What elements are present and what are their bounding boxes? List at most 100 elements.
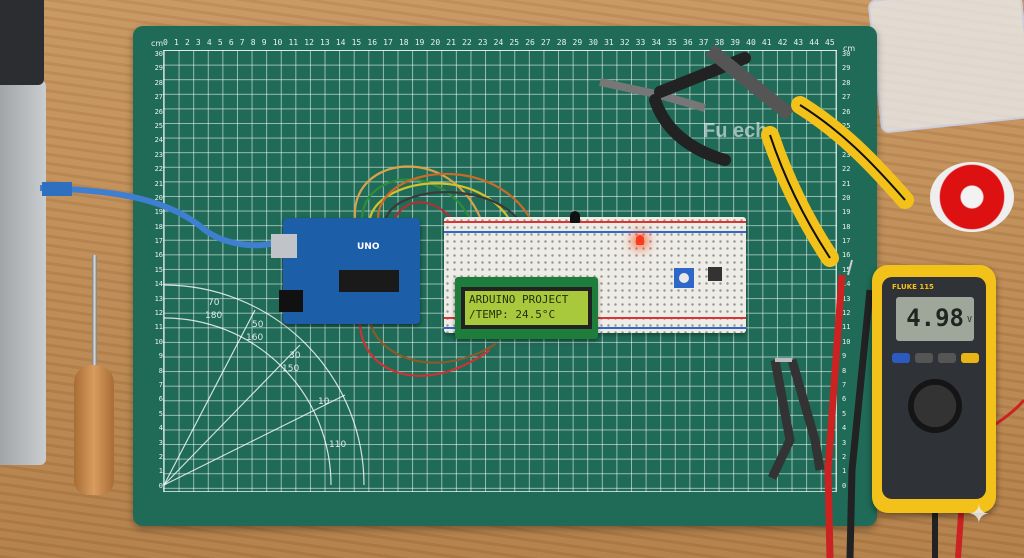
ruler-tick-label: 29	[154, 64, 163, 73]
ruler-tick-label: 42	[777, 38, 788, 47]
ruler-tick-label: 30	[588, 38, 598, 47]
multimeter-button	[915, 353, 933, 363]
ruler-tick-label: 20	[154, 193, 163, 202]
arduino-label: UNO	[357, 242, 380, 252]
ruler-tick-label: 20	[842, 193, 851, 202]
ruler-tick-label: 45	[825, 38, 835, 47]
multimeter-dial	[908, 379, 962, 433]
protractor-labels: 70 180 50 160 30 150 10 110	[205, 298, 346, 450]
protractor-label: 180	[205, 311, 222, 321]
ruler-tick-label: 6	[842, 395, 847, 404]
ruler-tick-label: 43	[793, 38, 804, 47]
ruler-tick-label: 21	[154, 179, 163, 188]
ruler-tick-label: 18	[398, 38, 409, 47]
ruler-tick-label: 19	[842, 208, 851, 217]
ruler-tick-label: 1	[173, 38, 179, 47]
ruler-tick-label: 17	[842, 237, 851, 246]
sparkle-icon: ✦	[968, 500, 990, 530]
ruler-tick-label: 18	[154, 222, 163, 231]
breadboard-rail-negative	[444, 231, 746, 233]
ruler-tick-label: 26	[154, 107, 163, 116]
mat-unit-left: cm	[151, 39, 164, 48]
ruler-tick-label: 21	[842, 179, 851, 188]
ruler-tick-label: 15	[351, 38, 362, 47]
ruler-tick-label: 29	[842, 64, 851, 73]
ruler-tick-label: 18	[842, 222, 851, 231]
ruler-tick-label: 7	[239, 38, 245, 47]
ruler-tick-label: 16	[367, 38, 378, 47]
breadboard-rail-positive	[444, 221, 746, 223]
ruler-tick-label: 25	[842, 121, 851, 130]
ruler-tick-label: 12	[304, 38, 314, 47]
ruler-tick-label: 24	[154, 136, 163, 145]
multimeter-button	[961, 353, 979, 363]
ruler-tick-label: 27	[154, 93, 163, 102]
protractor-line-1	[163, 344, 301, 486]
ruler-tick-label: 10	[154, 337, 163, 346]
laptop-screen	[0, 0, 44, 85]
ruler-tick-label: 22	[462, 38, 472, 47]
protractor-line-2	[163, 394, 346, 486]
ruler-tick-label: 8	[158, 366, 163, 375]
ruler-tick-label: 1	[158, 467, 163, 476]
ruler-tick-label: 9	[261, 38, 267, 47]
ruler-tick-label: 35	[667, 38, 677, 47]
protractor-label: 50	[252, 320, 264, 330]
arduino-power-jack	[279, 290, 303, 312]
multimeter-button	[938, 353, 956, 363]
ruler-tick-label: 28	[154, 78, 163, 87]
multimeter-unit: V	[967, 315, 972, 324]
multimeter-brand: FLUKE 115	[892, 283, 934, 291]
wire-stripper-icon	[705, 44, 914, 267]
ruler-tick-label: 39	[730, 38, 740, 47]
protractor-label: 70	[208, 298, 220, 308]
arduino-uno-board: UNO	[271, 218, 420, 324]
ruler-tick-label: 8	[250, 38, 256, 47]
ruler-tick-label: 40	[746, 38, 756, 47]
diagonal-cutter-icon	[599, 52, 751, 166]
alligator-clip-icon	[767, 358, 825, 480]
screwdriver-icon	[74, 365, 114, 495]
ruler-tick-label: 9	[842, 352, 847, 361]
ruler-tick-label: 13	[842, 294, 851, 303]
ruler-tick-label: 15	[842, 265, 851, 274]
ruler-tick-label: 23	[154, 150, 163, 159]
ruler-tick-label: 14	[842, 280, 851, 289]
potentiometer-knob	[679, 273, 689, 283]
test-probes-icon	[824, 259, 879, 558]
ruler-tick-label: 13	[154, 294, 163, 303]
ruler-tick-label: 12	[842, 309, 851, 318]
ruler-tick-label: 20	[430, 38, 441, 47]
protractor-label: 150	[282, 364, 299, 374]
protractor-line-3	[163, 309, 256, 486]
ruler-tick-label: 11	[842, 323, 851, 332]
protractor-label: 160	[246, 333, 263, 343]
ruler-tick-label: 11	[288, 38, 299, 47]
usb-plug	[42, 182, 72, 196]
ruler-tick-label: 3	[842, 438, 847, 447]
temperature-sensor	[570, 211, 580, 223]
ruler-tick-label: 32	[619, 38, 630, 47]
multimeter-button	[892, 353, 910, 363]
lcd-module: ARDUINO PROJECT /TEMP: 24.5°C	[455, 277, 598, 339]
ruler-tick-label: 30	[842, 50, 851, 58]
ruler-tick-label: 17	[154, 237, 163, 246]
ruler-tick-label: 5	[158, 409, 163, 418]
ruler-tick-label: 33	[635, 38, 646, 47]
ruler-tick-label: 3	[195, 38, 201, 47]
ruler-tick-label: 26	[525, 38, 535, 47]
lcd-screen: ARDUINO PROJECT /TEMP: 24.5°C	[465, 291, 588, 325]
usb-cable	[39, 185, 276, 249]
ruler-tick-label: 5	[217, 38, 223, 47]
ruler-tick-label: 4	[842, 424, 847, 433]
ruler-tick-label: 7	[158, 380, 163, 389]
multimeter-body: FLUKE 115 4.98 V	[882, 277, 986, 499]
ruler-tick-label: 4	[206, 38, 212, 47]
ruler-tick-label: 21	[446, 38, 456, 47]
ruler-tick-label: 23	[477, 38, 488, 47]
ruler-tick-label: 6	[158, 395, 163, 404]
ruler-tick-label: 22	[154, 165, 163, 174]
ruler-tick-label: 8	[842, 366, 847, 375]
ruler-tick-label: 23	[842, 150, 851, 159]
ruler-tick-label: 0	[158, 481, 163, 490]
